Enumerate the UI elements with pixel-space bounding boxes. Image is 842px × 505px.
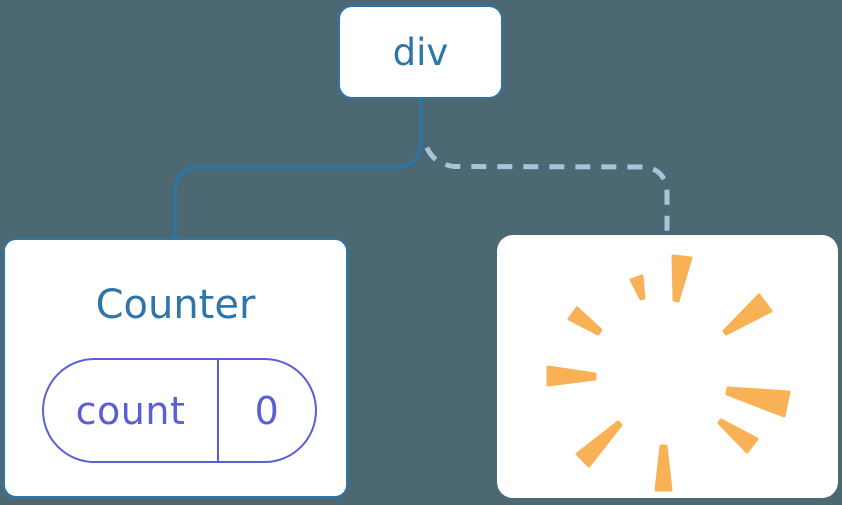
- edge-div-to-counter: [173, 97, 423, 242]
- state-name-cell: count: [44, 360, 219, 461]
- counter-title: Counter: [95, 282, 256, 328]
- node-div: div: [338, 5, 503, 99]
- node-div-label: div: [392, 30, 449, 74]
- node-counter: Counter count 0: [3, 238, 348, 498]
- state-value-cell: 0: [219, 360, 315, 461]
- state-pill: count 0: [42, 358, 317, 463]
- state-name-label: count: [75, 388, 186, 433]
- poof-icon: [546, 254, 791, 492]
- state-value-label: 0: [254, 388, 280, 433]
- node-removed: [497, 235, 838, 498]
- edge-div-to-removed: [421, 136, 670, 237]
